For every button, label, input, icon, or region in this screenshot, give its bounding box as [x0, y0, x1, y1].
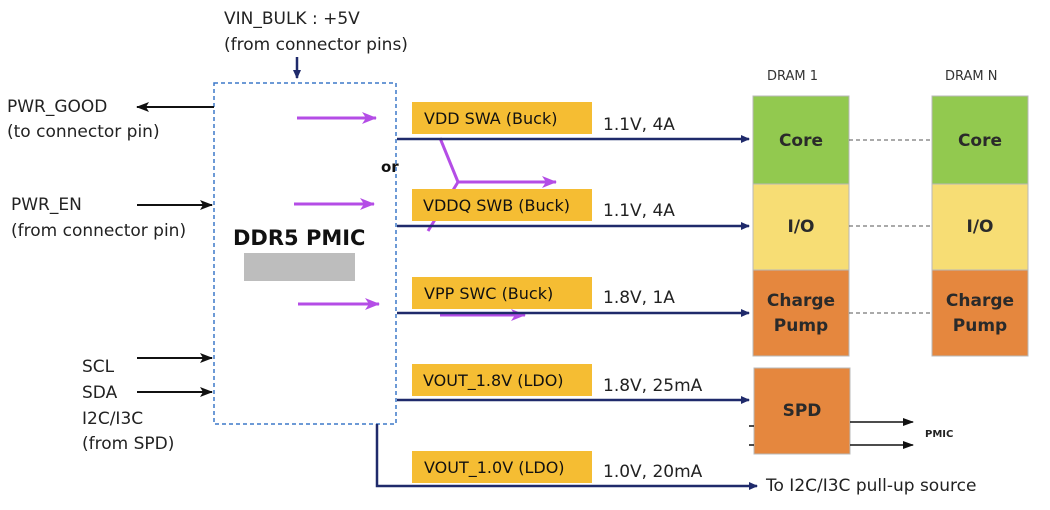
pmic-box	[213, 82, 397, 425]
dramn-chargepump-label-line2: Pump	[953, 316, 1007, 336]
rail-wire-vout10	[375, 424, 758, 490]
rail-box-vddq	[412, 189, 592, 221]
supply-label: VIN_BULK : +5V	[224, 9, 360, 29]
spd-block	[753, 367, 851, 455]
pmic-title: DDR5 PMIC	[233, 226, 365, 250]
spd-out-label: PMIC	[925, 429, 953, 440]
rail-label-vddq: VDDQ SWB (Buck)	[423, 196, 570, 215]
pmic-chip-image	[244, 253, 355, 281]
rail-box-vout10	[412, 451, 592, 483]
dram1-chargepump-label-line2: Pump	[774, 316, 828, 336]
pwr-en-label: PWR_EN	[11, 195, 82, 215]
pwr-good-label: PWR_GOOD	[7, 97, 107, 117]
scl-label: SCL	[82, 357, 115, 377]
rail-box-vdd	[412, 102, 592, 134]
rail-spec-vdd: 1.1V, 4A	[603, 115, 675, 135]
dramn-io-label: I/O	[967, 217, 994, 237]
rail-label-vpp: VPP SWC (Buck)	[424, 284, 553, 303]
rail-spec-vddq: 1.1V, 4A	[603, 201, 675, 221]
dram1-chargepump-label-line1: Charge	[767, 291, 835, 311]
rail-box-vpp	[412, 277, 592, 309]
dram1-core-label: Core	[779, 131, 823, 151]
pwr-good-note: (to connector pin)	[7, 122, 160, 142]
dram1-header: DRAM 1	[767, 69, 818, 84]
rail-label-vout18: VOUT_1.8V (LDO)	[423, 371, 564, 391]
dram1-core-block	[752, 95, 850, 185]
dramn-chargepump-block	[931, 269, 1029, 357]
supply-note: (from connector pins)	[224, 35, 408, 55]
pullup-label: To I2C/I3C pull-up source	[765, 476, 976, 496]
bus-protocol-label: I2C/I3C	[82, 409, 143, 429]
rail-spec-vpp: 1.8V, 1A	[603, 288, 675, 308]
dramn-header: DRAM N	[945, 69, 997, 84]
dramn-core-label: Core	[958, 131, 1002, 151]
dramn-chargepump-label-line1: Charge	[946, 291, 1014, 311]
rail-box-vout18	[412, 364, 592, 396]
sda-label: SDA	[82, 383, 118, 403]
merge-line-upper	[438, 137, 460, 183]
dramn-io-block	[931, 183, 1029, 271]
spd-label: SPD	[783, 401, 822, 421]
dram1-chargepump-block	[752, 269, 850, 357]
rail-label-vdd: VDD SWA (Buck)	[424, 109, 557, 128]
dram1-io-block	[752, 183, 850, 271]
rail-spec-vout18: 1.8V, 25mA	[603, 376, 703, 396]
pwr-en-note: (from connector pin)	[11, 221, 186, 241]
bus-source-note: (from SPD)	[82, 434, 174, 454]
dram1-io-label: I/O	[788, 217, 815, 237]
or-label: or	[381, 158, 399, 176]
rail-spec-vout10: 1.0V, 20mA	[603, 462, 703, 482]
rail-label-vout10: VOUT_1.0V (LDO)	[424, 458, 565, 478]
